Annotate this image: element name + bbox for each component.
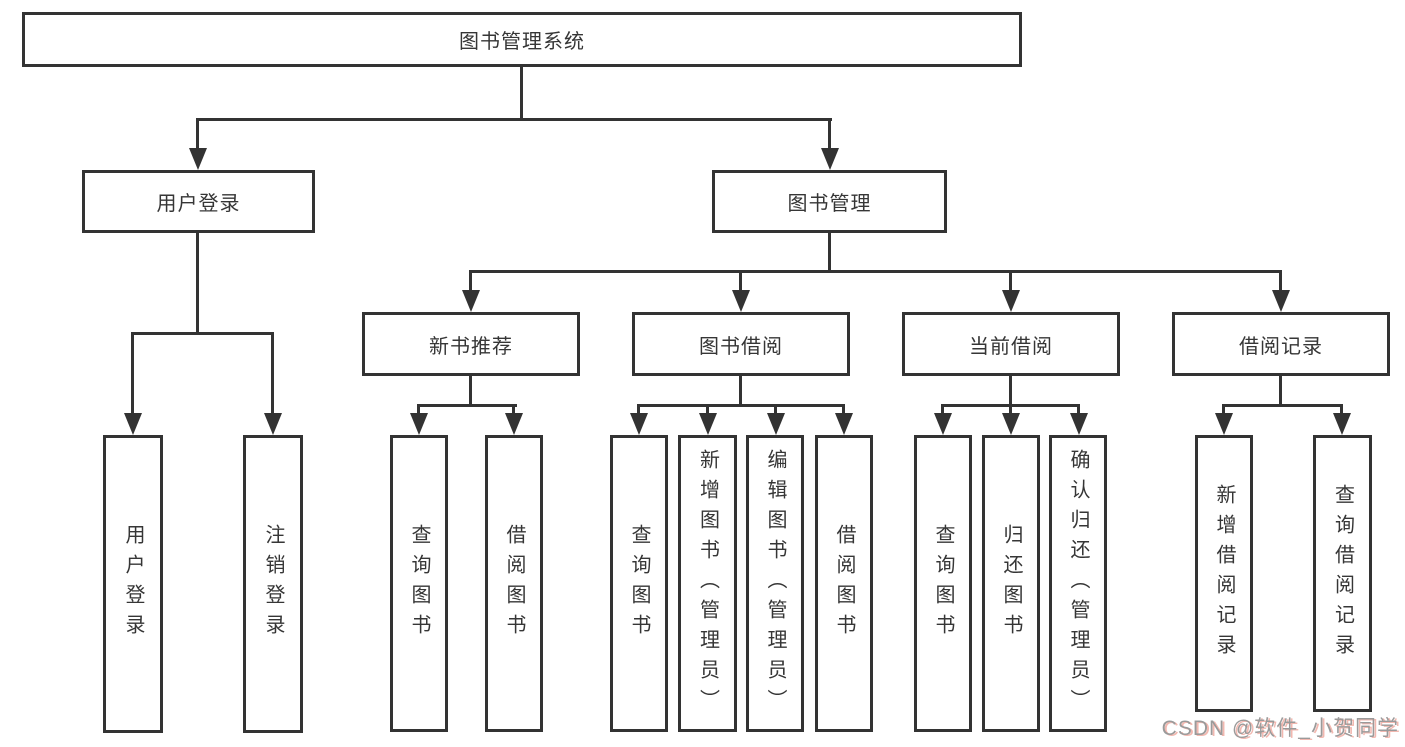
node-borrow-records: 借阅记录 [1172, 312, 1390, 376]
connector-line [637, 404, 845, 407]
arrowhead-icon [124, 413, 142, 435]
connector-line [469, 270, 1282, 273]
connector-line [417, 404, 420, 415]
connector-line [417, 404, 517, 407]
arrowhead-icon [410, 413, 428, 435]
arrowhead-icon [505, 413, 523, 435]
leaf-borrow-books: 借阅图书 [815, 435, 873, 732]
node-current-borrowing: 当前借阅 [902, 312, 1120, 376]
node-user-login: 用户登录 [82, 170, 315, 233]
connector-line [512, 404, 515, 415]
connector-line [1009, 270, 1012, 292]
leaf-borrow-books-recommend: 借阅图书 [485, 435, 543, 732]
arrowhead-icon [1002, 290, 1020, 312]
connector-line [739, 376, 742, 407]
connector-line [1009, 376, 1012, 407]
connector-line [1009, 404, 1012, 415]
leaf-user-login: 用户登录 [103, 435, 163, 733]
csdn-watermark: CSDN @软件_小贺同学 [1161, 717, 1399, 740]
arrowhead-icon [1002, 413, 1020, 435]
leaf-add-borrow-record: 新增借阅记录 [1195, 435, 1253, 712]
leaf-query-borrow-record: 查询借阅记录 [1313, 435, 1372, 712]
arrowhead-icon [699, 413, 717, 435]
leaf-query-books-recommend: 查询图书 [390, 435, 448, 732]
connector-line [774, 404, 777, 415]
connector-line [941, 404, 944, 415]
arrowhead-icon [821, 148, 839, 170]
connector-line [131, 332, 274, 335]
node-book-management: 图书管理 [712, 170, 947, 233]
arrowhead-icon [264, 413, 282, 435]
arrowhead-icon [1215, 413, 1233, 435]
connector-line [469, 270, 472, 292]
connector-line [1222, 404, 1225, 415]
arrowhead-icon [767, 413, 785, 435]
connector-line [1077, 404, 1080, 415]
connector-line [637, 404, 640, 415]
connector-line [196, 118, 199, 151]
arrowhead-icon [1272, 290, 1290, 312]
connector-line [271, 332, 274, 415]
connector-line [1279, 376, 1282, 407]
connector-line [828, 233, 831, 273]
connector-line [842, 404, 845, 415]
arrowhead-icon [732, 290, 750, 312]
connector-line [1340, 404, 1343, 415]
connector-line [828, 118, 831, 151]
connector-line [520, 67, 523, 119]
node-book-borrowing: 图书借阅 [632, 312, 850, 376]
leaf-query-books-current: 查询图书 [914, 435, 972, 732]
arrowhead-icon [835, 413, 853, 435]
connector-line [131, 332, 134, 415]
leaf-confirm-return-admin: 确认归还（管理员） [1049, 435, 1107, 732]
node-new-book-recommend: 新书推荐 [362, 312, 580, 376]
leaf-return-books: 归还图书 [982, 435, 1040, 732]
connector-line [1222, 404, 1343, 407]
arrowhead-icon [1333, 413, 1351, 435]
leaf-edit-book-admin: 编辑图书（管理员） [746, 435, 804, 732]
node-library-system: 图书管理系统 [22, 12, 1022, 67]
arrowhead-icon [630, 413, 648, 435]
connector-line [469, 376, 472, 407]
leaf-logout: 注销登录 [243, 435, 303, 733]
connector-line [706, 404, 709, 415]
connector-line [739, 270, 742, 292]
connector-line [196, 233, 199, 335]
connector-line [1279, 270, 1282, 292]
arrowhead-icon [934, 413, 952, 435]
arrowhead-icon [462, 290, 480, 312]
connector-line [196, 118, 832, 121]
leaf-query-books-borrow: 查询图书 [610, 435, 668, 732]
arrowhead-icon [1070, 413, 1088, 435]
arrowhead-icon [189, 148, 207, 170]
leaf-add-book-admin: 新增图书（管理员） [678, 435, 737, 732]
